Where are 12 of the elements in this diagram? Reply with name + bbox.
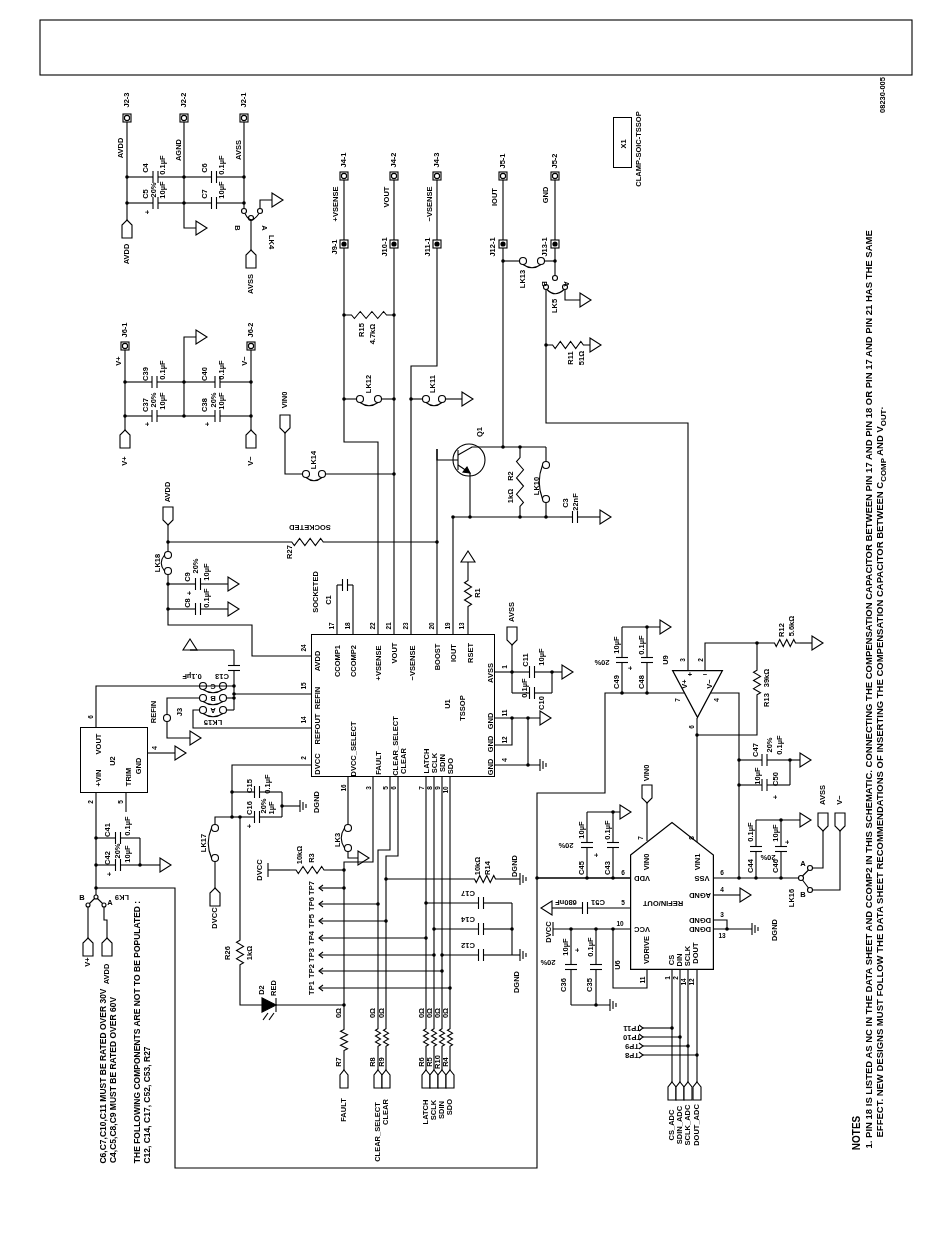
- notes-heading: NOTES: [852, 1115, 862, 1151]
- note-text: THE FOLLOWING COMPONENTS ARE NOT TO BE POPULATED :: [132, 900, 142, 1164]
- wire: [536, 692, 685, 879]
- wire: [710, 692, 740, 879]
- wire: [95, 792, 631, 1169]
- wire: [696, 717, 698, 843]
- ic-box: [311, 634, 495, 777]
- ic-box: [80, 727, 148, 793]
- note-text: C12, C14, C17, C52, C53, R27: [142, 1045, 152, 1164]
- note-text: C6,C7,C10,C11 MUST BE RATED OVER 30V: [98, 987, 108, 1164]
- note-text: C4,C5,C8,C9 MUST BE RATED OVER 60V: [108, 996, 118, 1164]
- wire: [95, 685, 312, 728]
